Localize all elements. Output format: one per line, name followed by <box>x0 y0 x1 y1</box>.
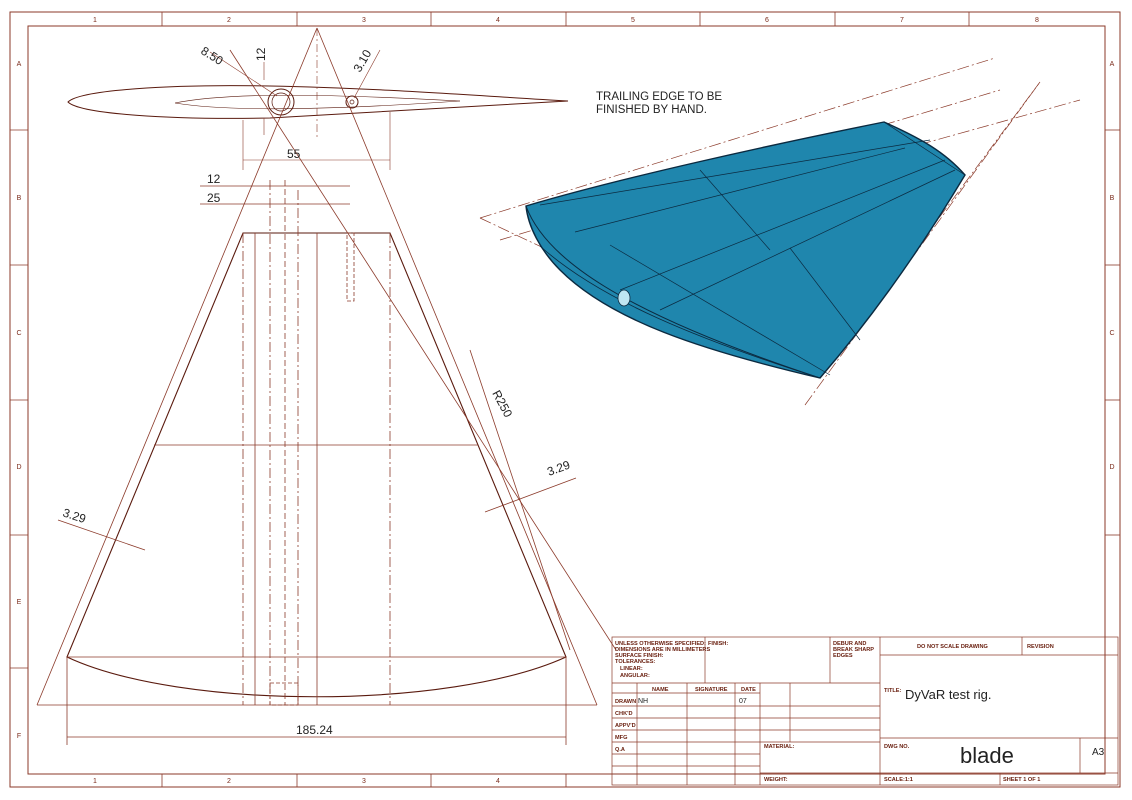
tb-deburr-2: BREAK SHARP <box>833 647 874 653</box>
planform-view <box>36 27 617 745</box>
tb-unless-4: TOLERANCES: <box>615 659 655 665</box>
tb-scale: SCALE:1:1 <box>884 777 913 783</box>
grid-ticks <box>10 12 1120 787</box>
grid-row-d: D <box>16 464 21 471</box>
drawing-frame <box>9 11 1121 788</box>
tb-deburr-1: DEBUR AND <box>833 641 866 647</box>
dim-radius-250: R250 <box>489 388 515 420</box>
tb-size: A3 <box>1092 747 1105 758</box>
grid-row-labels-left: A B C D E F <box>16 61 21 740</box>
dim-diameter-8-50: 8.50 <box>198 44 226 68</box>
dim-side-left-3-29: 3.29 <box>61 506 88 527</box>
airfoil-inner-line <box>174 94 461 104</box>
grid-col-8: 8 <box>1035 17 1039 24</box>
grid-col-5: 5 <box>631 17 635 24</box>
tb-sheet: SHEET 1 OF 1 <box>1003 777 1040 783</box>
tb-do-not-scale: DO NOT SCALE DRAWING <box>917 644 988 650</box>
dim-top-12: 12 <box>254 47 268 61</box>
tb-row-drawn: DRAWN <box>615 699 636 705</box>
grid-row-d-right: D <box>1109 464 1114 471</box>
tb-col-name: NAME <box>652 687 669 693</box>
grid-col-3: 3 <box>362 17 366 24</box>
planform-outline <box>66 232 567 698</box>
grid-row-e: E <box>17 599 22 606</box>
dim-left-12: 12 <box>207 172 221 186</box>
tb-drawn-date: 07 <box>739 698 747 705</box>
tb-title-value: DyVaR test rig. <box>905 687 991 702</box>
note-line-1: TRAILING EDGE TO BE <box>596 91 722 103</box>
blade-hole <box>617 289 631 307</box>
grid-col-6: 6 <box>765 17 769 24</box>
tb-unless-2: DIMENSIONS ARE IN MILLIMETERS <box>615 647 710 653</box>
grid-col-3-bottom: 3 <box>362 778 366 785</box>
grid-col-7: 7 <box>900 17 904 24</box>
tb-deburr-3: EDGES <box>833 653 853 659</box>
blade-surface <box>525 121 966 379</box>
tb-row-mfg: MFG <box>615 735 627 741</box>
trailing-edge-note: TRAILING EDGE TO BE FINISHED BY HAND. <box>596 91 722 116</box>
tb-unless-6: ANGULAR: <box>620 673 650 679</box>
tb-unless-3: SURFACE FINISH: <box>615 653 664 659</box>
dim-diameter-3-10: 3.10 <box>350 47 374 75</box>
dim-side-right-3-29: 3.29 <box>545 458 572 479</box>
tb-col-date: DATE <box>741 687 756 693</box>
tb-weight: WEIGHT: <box>764 777 788 783</box>
grid-col-2-bottom: 2 <box>227 778 231 785</box>
tb-revision: REVISION <box>1027 644 1054 650</box>
grid-col-4-bottom: 4 <box>496 778 500 785</box>
grid-col-4: 4 <box>496 17 500 24</box>
grid-row-a-right: A <box>1110 61 1115 68</box>
grid-column-labels-bottom: 1 2 3 4 <box>93 778 500 785</box>
grid-col-2: 2 <box>227 17 231 24</box>
blade-lower-edge <box>525 205 821 379</box>
airfoil-dimension-lines <box>209 28 391 170</box>
grid-column-labels-top: 1 2 3 4 5 6 7 8 <box>93 17 1039 24</box>
title-block-text: UNLESS OTHERWISE SPECIFIED: DIMENSIONS A… <box>615 641 1105 783</box>
grid-row-f: F <box>17 733 21 740</box>
tb-drawn-name: NH <box>638 698 648 705</box>
grid-col-1-bottom: 1 <box>93 778 97 785</box>
tb-col-signature: SIGNATURE <box>695 687 728 693</box>
tb-unless-5: LINEAR: <box>620 666 643 672</box>
airfoil-section-view <box>67 85 569 119</box>
title-block <box>611 636 1119 786</box>
tb-dwg-no-label: DWG NO. <box>884 744 910 750</box>
dim-bottom-185-24: 185.24 <box>296 723 333 737</box>
grid-col-1: 1 <box>93 17 97 24</box>
tb-finish: FINISH: <box>708 641 728 647</box>
grid-row-b-right: B <box>1110 195 1115 202</box>
airfoil-outline <box>67 85 569 119</box>
small-hole <box>345 95 359 109</box>
tb-title-label: TITLE: <box>884 688 902 694</box>
tb-row-qa: Q.A <box>615 747 625 753</box>
dim-55: 55 <box>287 147 301 161</box>
note-line-2: FINISHED BY HAND. <box>596 104 707 116</box>
tb-row-chkd: CHK'D <box>615 711 633 717</box>
tb-row-appvd: APPV'D <box>615 723 636 729</box>
grid-row-c-right: C <box>1109 330 1114 337</box>
isometric-blade-view <box>479 57 1081 406</box>
grid-row-labels-right: A B C D <box>1109 61 1114 471</box>
grid-row-c: C <box>16 330 21 337</box>
grid-row-a: A <box>17 61 22 68</box>
tb-unless-1: UNLESS OTHERWISE SPECIFIED: <box>615 641 706 647</box>
grid-row-b: B <box>17 195 22 202</box>
tb-dwg-no-value: blade <box>960 743 1014 768</box>
dim-left-25: 25 <box>207 191 221 205</box>
tb-material: MATERIAL: <box>764 744 794 750</box>
